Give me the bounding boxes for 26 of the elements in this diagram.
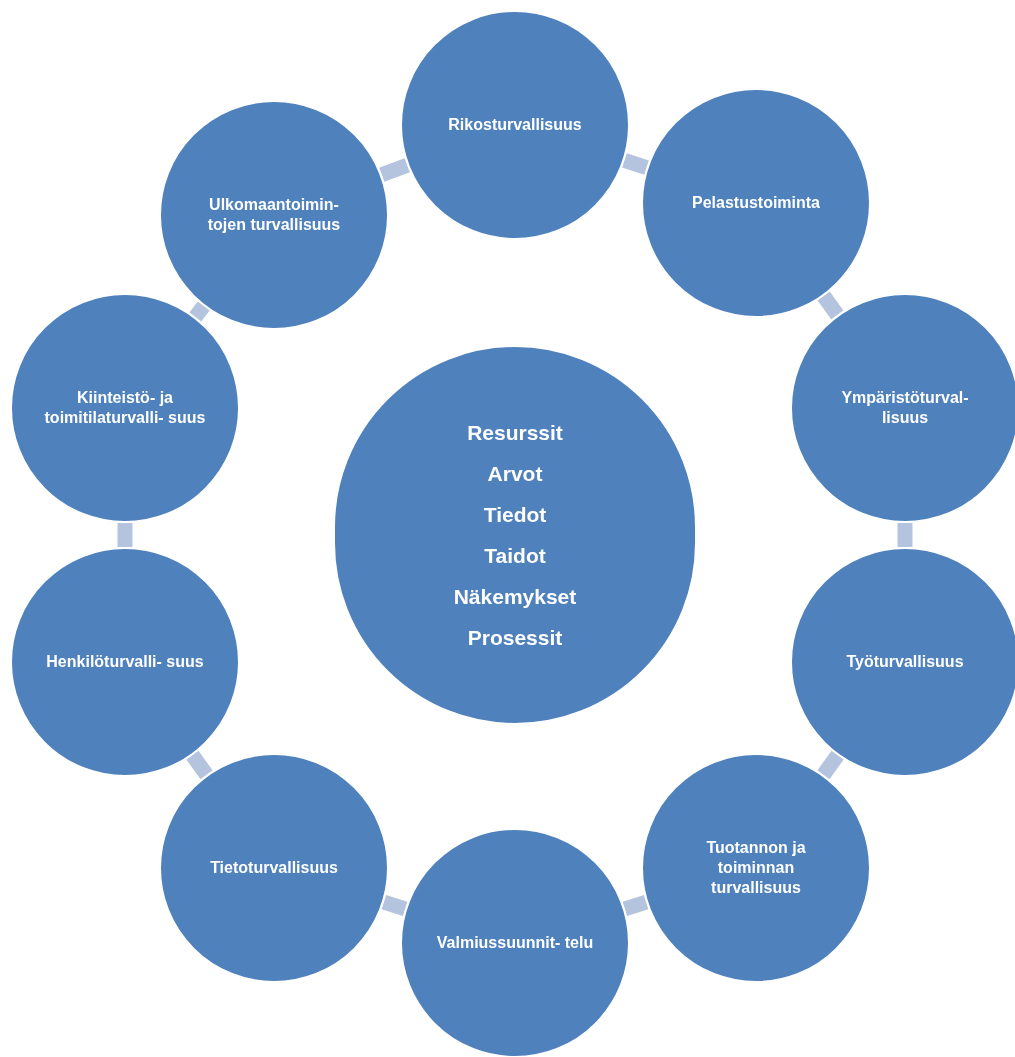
cycle-connector (381, 895, 408, 916)
cycle-connector (622, 153, 649, 175)
cycle-connector (186, 750, 213, 780)
center-label: Tiedot (483, 502, 547, 528)
cycle-connector (379, 158, 410, 182)
center-label: Taidot (484, 543, 546, 569)
center-label: Resurssit (467, 420, 563, 446)
cycle-connector (817, 750, 844, 780)
cycle-connector (817, 291, 844, 320)
topic-label: Pelastustoiminta (691, 193, 821, 213)
topic-label: Tuotannon ja toiminnan turvallisuus (705, 838, 807, 898)
center-label: Arvot (487, 461, 543, 487)
center-label: Näkemykset (453, 584, 577, 610)
topic-label: Valmiussuunnit- telu (435, 933, 595, 953)
topic-label: Rikosturvallisuus (447, 115, 583, 135)
cycle-connector (189, 301, 210, 322)
topic-label: Kiinteistö- ja toimitilaturvalli- suus (43, 388, 207, 428)
topic-label: Työturvallisuus (845, 652, 965, 672)
cycle-connector (117, 523, 133, 547)
cycle-connector (897, 523, 913, 547)
cycle-connector (622, 895, 649, 916)
topic-label: Ulkomaantoimin- tojen turvallisuus (206, 195, 342, 235)
topic-label: Ympäristöturval- lisuus (840, 388, 970, 428)
center-label: Prosessit (467, 625, 563, 651)
topic-label: Tietoturvallisuus (209, 858, 339, 878)
topic-label: Henkilöturvalli- suus (45, 652, 205, 672)
